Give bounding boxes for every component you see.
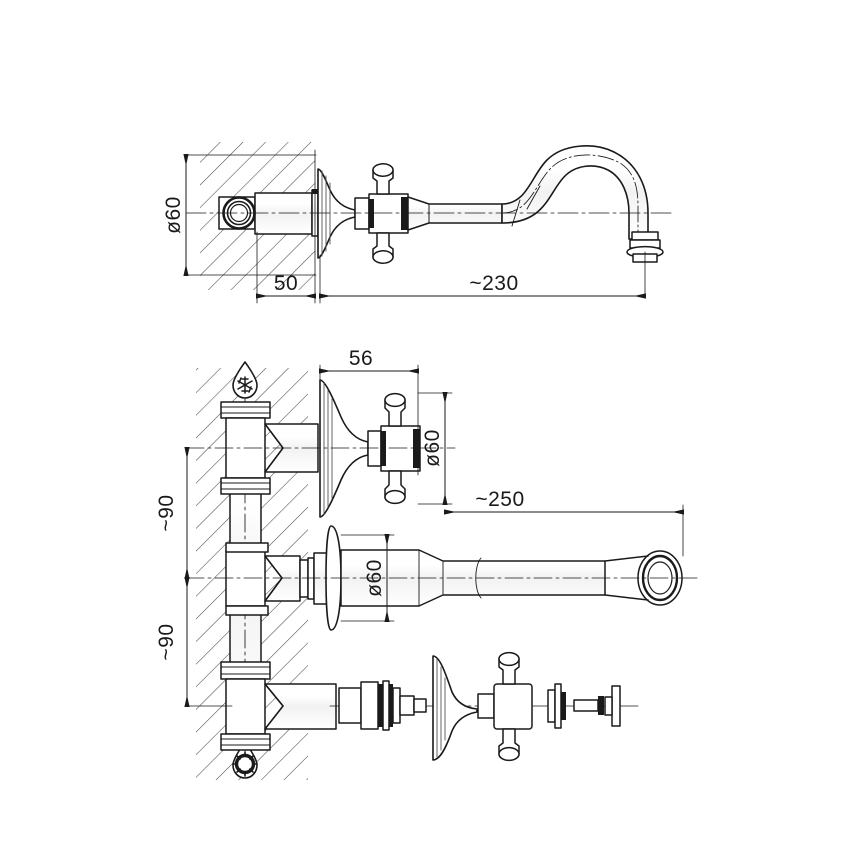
dimension-90-lower: ~90 bbox=[155, 577, 233, 707]
dimension-56: 56 bbox=[319, 347, 419, 476]
valve-cartridge bbox=[338, 680, 427, 731]
escutcheon-exploded bbox=[432, 655, 478, 761]
cold-water-marker bbox=[232, 361, 258, 399]
escutcheon-top bbox=[317, 168, 356, 259]
tee-fitting-bottom bbox=[225, 678, 337, 735]
top-view: ø60 50 ~230 bbox=[162, 142, 673, 304]
dimension-230: ~230 bbox=[319, 254, 646, 304]
dimension-90-upper: ~90 bbox=[155, 447, 190, 579]
dimension-label: ø60 bbox=[421, 429, 444, 467]
dimension-50: 50 bbox=[256, 149, 316, 304]
dimension-dia60-handle: ø60 bbox=[417, 392, 453, 505]
dimension-label: ~230 bbox=[469, 272, 518, 295]
dimension-dia60-top: ø60 bbox=[162, 154, 317, 276]
cross-handle-exploded[interactable] bbox=[477, 651, 533, 762]
dimension-label: ø60 bbox=[162, 196, 185, 234]
dimension-label: ø60 bbox=[363, 559, 386, 597]
hex-nut-lower-b bbox=[220, 733, 271, 751]
dimension-label: ~250 bbox=[475, 488, 524, 511]
dimension-250: ~250 bbox=[444, 488, 684, 557]
dimension-label: 56 bbox=[349, 347, 373, 370]
hex-nut-upper-b bbox=[220, 477, 271, 495]
snowflake-icon bbox=[237, 376, 253, 394]
gooseneck-spout-top bbox=[501, 145, 649, 240]
tee-fitting-lower bbox=[225, 542, 301, 616]
cross-handle-top[interactable] bbox=[372, 163, 394, 264]
dimension-label: ~90 bbox=[155, 494, 178, 531]
index-cap bbox=[604, 685, 621, 727]
wall-inlet-fitting-top bbox=[218, 192, 313, 235]
hex-nut-upper-a bbox=[220, 401, 271, 419]
handle-screw bbox=[573, 696, 604, 715]
valve-collar-upper bbox=[367, 425, 421, 472]
handle-washer bbox=[547, 683, 566, 729]
exploded-assembly-view bbox=[329, 651, 641, 762]
hex-nut-lower-a bbox=[220, 661, 271, 680]
dimension-dia60-spout: ø60 bbox=[340, 534, 395, 622]
escutcheon-upper bbox=[319, 379, 369, 518]
tee-fitting-upper bbox=[225, 417, 319, 479]
valve-collar-top bbox=[354, 193, 409, 234]
cross-handle-upper[interactable] bbox=[384, 392, 406, 505]
front-view: 56 ø60 bbox=[155, 347, 701, 780]
dimension-label: ~90 bbox=[155, 623, 178, 660]
hot-water-marker bbox=[232, 741, 258, 779]
sun-icon bbox=[232, 751, 258, 777]
spout-arm-top bbox=[407, 196, 503, 231]
dimension-label: 50 bbox=[274, 272, 298, 295]
